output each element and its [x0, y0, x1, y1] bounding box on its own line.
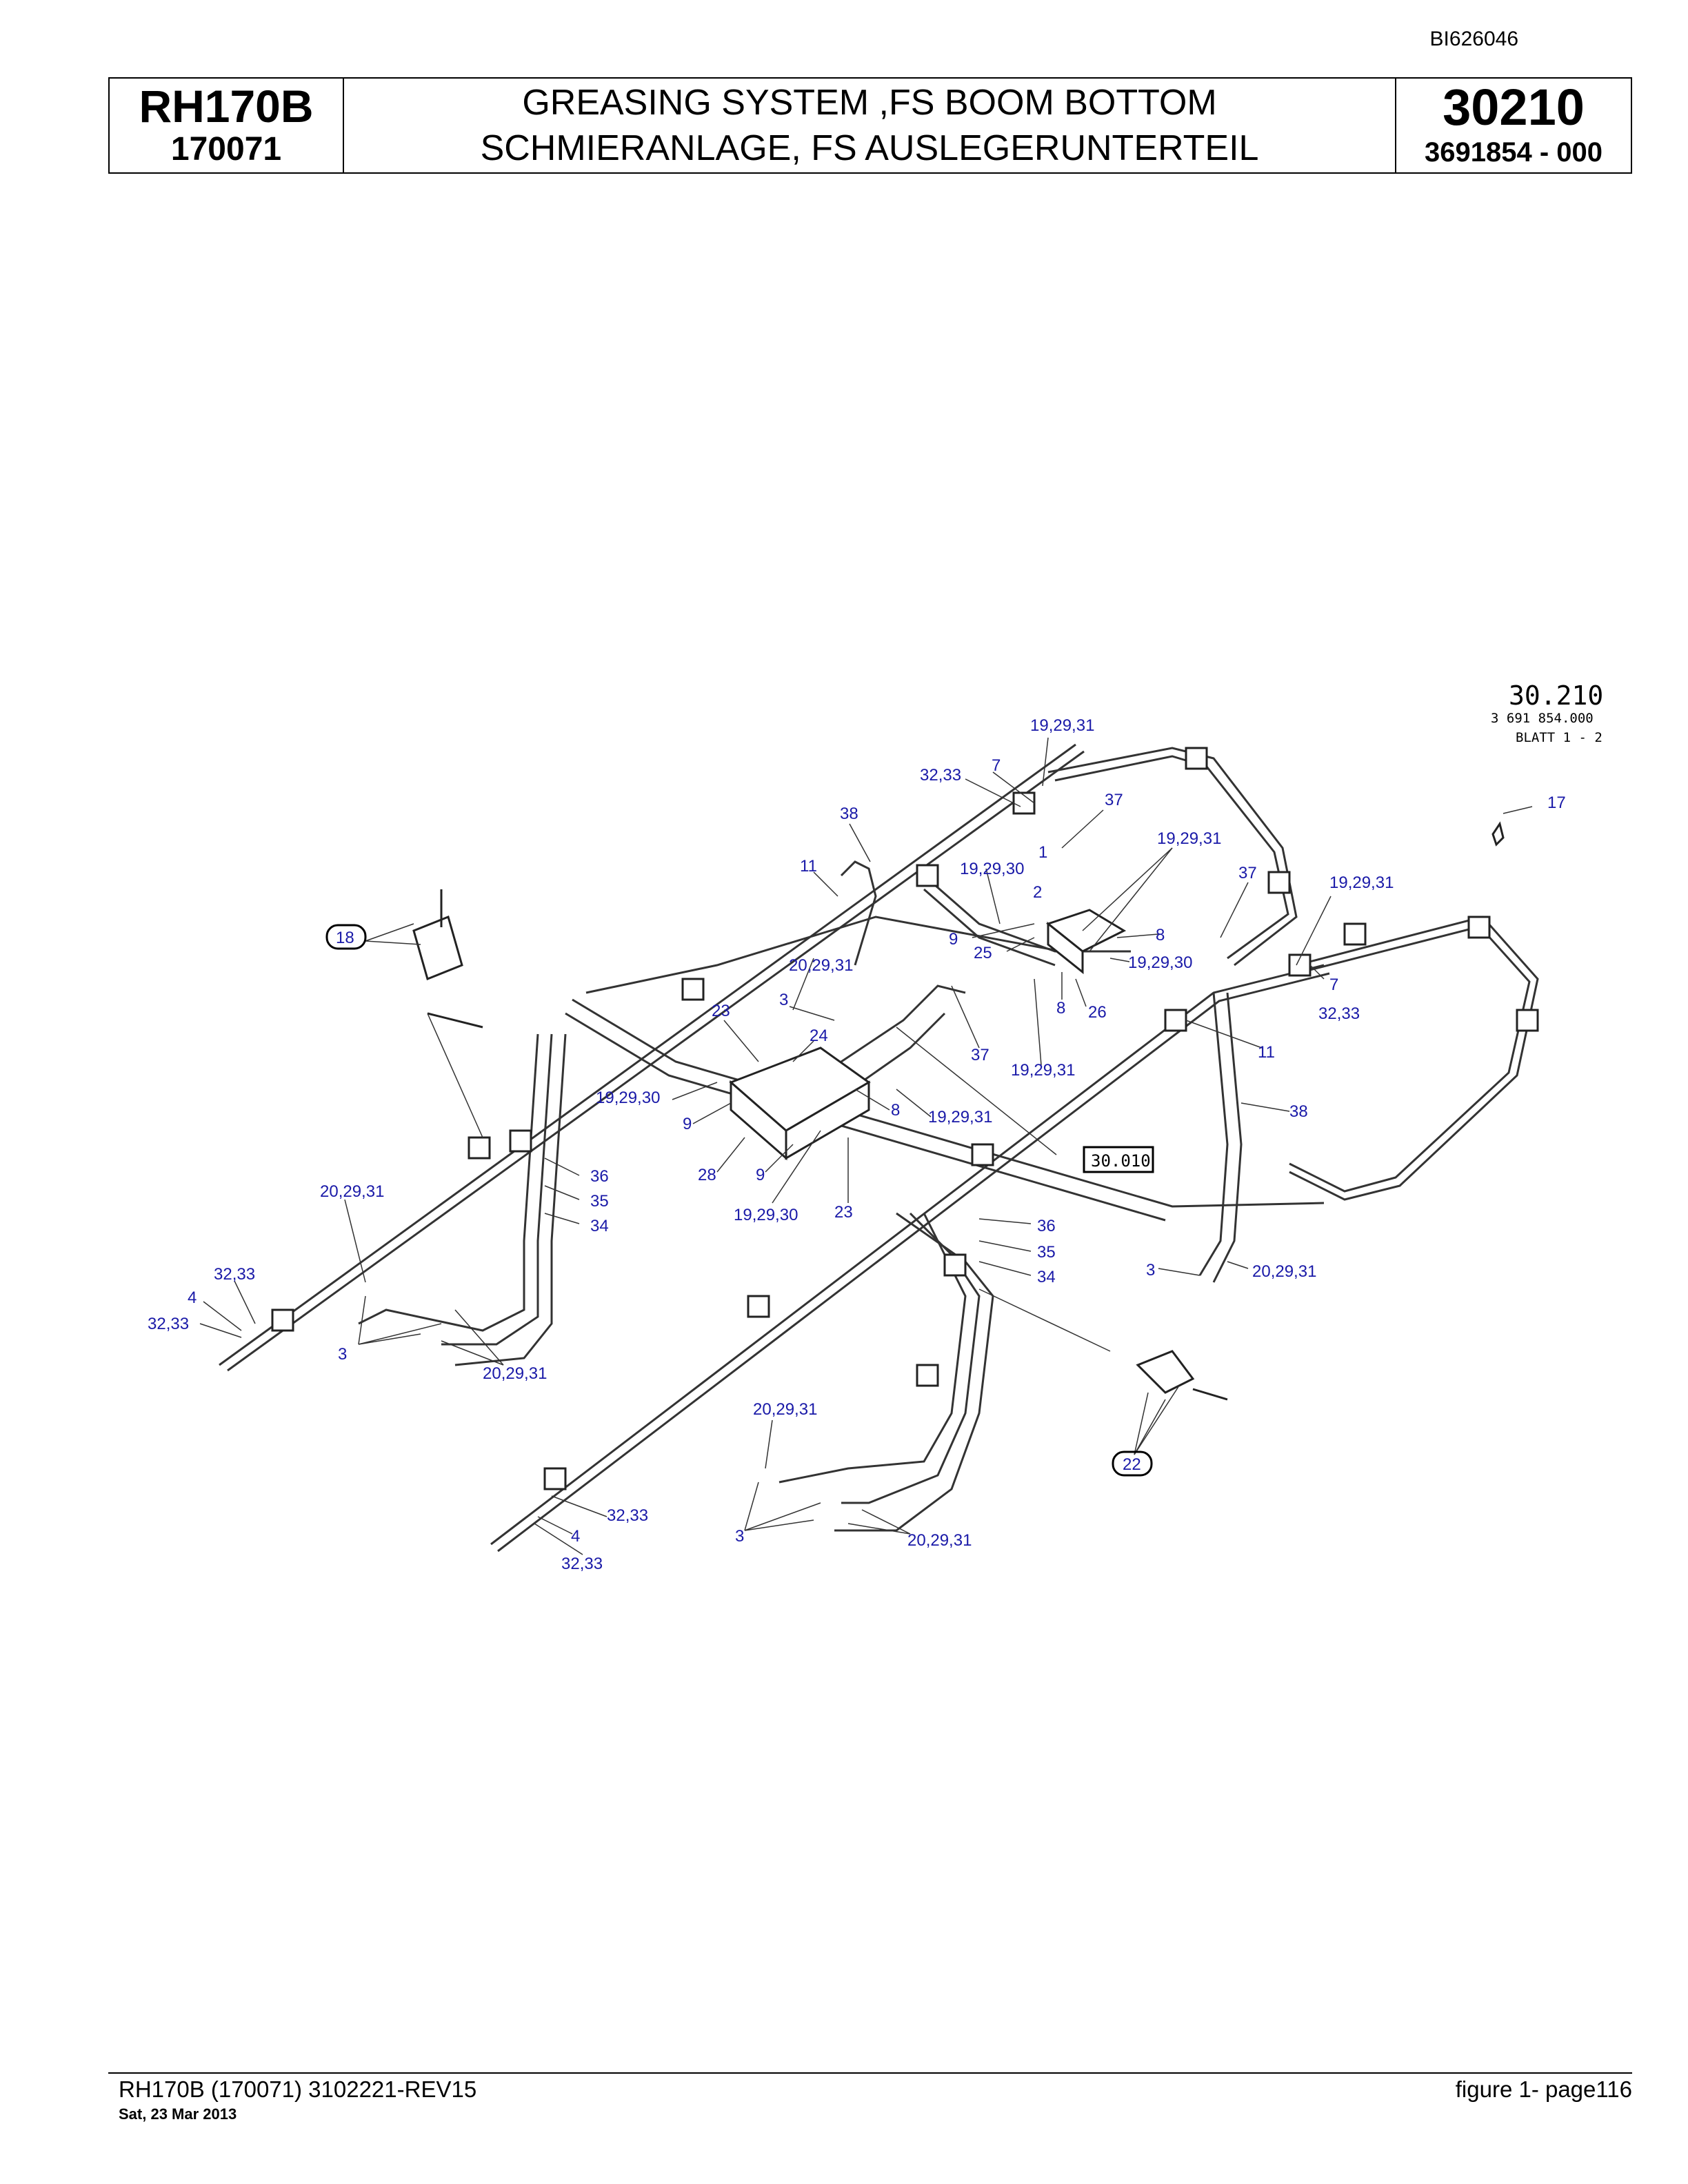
callout-11: 11: [800, 857, 817, 876]
callout-3: 3: [779, 991, 788, 1009]
callout-32-33: 32,33: [561, 1555, 603, 1573]
callout-34: 34: [590, 1217, 609, 1235]
callout-20-29-31: 20,29,31: [753, 1400, 817, 1419]
callout-7: 7: [1329, 975, 1338, 994]
model-number: RH170B: [139, 81, 314, 132]
title-german: SCHMIERANLAGE, FS AUSLEGERUNTERTEIL: [480, 128, 1259, 168]
callout-19-29-30: 19,29,30: [734, 1206, 798, 1224]
callout-19-29-30: 19,29,30: [960, 860, 1024, 878]
callout-23: 23: [712, 1002, 730, 1020]
callout-19-29-31: 19,29,31: [1157, 829, 1221, 848]
leader-lines: [199, 737, 1533, 1555]
title-cell: GREASING SYSTEM ,FS BOOM BOTTOM SCHMIERA…: [344, 79, 1396, 172]
callout-1: 1: [1038, 843, 1047, 862]
callout-20-29-31: 20,29,31: [483, 1364, 547, 1383]
stamp-sheet: BLATT 1 - 2: [1516, 730, 1602, 745]
callout-20-29-31: 20,29,31: [789, 956, 853, 975]
callout-36: 36: [590, 1167, 609, 1186]
callout-labels: 18 22 17 19,29,31 19,29,31 19,29,31 19,2…: [148, 716, 1566, 1573]
callout-2: 2: [1033, 883, 1042, 902]
callout-23: 23: [834, 1203, 853, 1222]
callout-11: 11: [1258, 1043, 1275, 1062]
callout-19-29-31: 19,29,31: [1030, 716, 1094, 735]
serial-number: 170071: [170, 131, 282, 168]
model-cell: RH170B 170071: [110, 79, 344, 172]
footer-page: figure 1- page116: [1455, 2076, 1632, 2102]
footer-document-ref: RH170B (170071) 3102221-REV15: [119, 2076, 477, 2102]
callout-9: 9: [949, 930, 958, 949]
figure-number: 30210: [1443, 79, 1585, 136]
figure-cell: 30210 3691854 - 000: [1396, 79, 1631, 172]
callout-9: 9: [756, 1166, 765, 1184]
callout-20-29-31: 20,29,31: [320, 1182, 384, 1201]
callout-7: 7: [992, 756, 1001, 775]
callout-9: 9: [683, 1115, 692, 1133]
callout-3: 3: [735, 1527, 744, 1546]
part-number: 3691854 - 000: [1424, 137, 1602, 168]
stamp-figure: 30.210: [1509, 680, 1603, 711]
callout-38: 38: [840, 805, 858, 823]
callout-36: 36: [1037, 1217, 1056, 1235]
callout-20-29-31: 20,29,31: [1252, 1262, 1316, 1281]
document-id: BI626046: [1429, 28, 1518, 50]
callout-26: 26: [1088, 1003, 1107, 1022]
callout-19-29-31: 19,29,31: [1329, 873, 1394, 892]
callout-8: 8: [1156, 926, 1165, 944]
title-english: GREASING SYSTEM ,FS BOOM BOTTOM: [522, 83, 1217, 123]
brackets: [412, 821, 1505, 1401]
callout-19-29-31: 19,29,31: [928, 1108, 992, 1126]
callout-4: 4: [571, 1527, 580, 1546]
callout-19-29-31: 19,29,31: [1011, 1061, 1075, 1080]
callout-8: 8: [1056, 999, 1065, 1018]
callout-22: 22: [1123, 1455, 1141, 1474]
callout-19-29-30: 19,29,30: [1128, 953, 1192, 972]
callout-8: 8: [891, 1101, 900, 1120]
title-block: RH170B 170071 GREASING SYSTEM ,FS BOOM B…: [108, 77, 1632, 174]
callout-3: 3: [1146, 1261, 1155, 1280]
distributor-blocks: [729, 909, 1127, 1161]
callout-4: 4: [188, 1288, 197, 1307]
footer-date: Sat, 23 Mar 2013: [119, 2105, 237, 2123]
pipe-clamps: [271, 747, 1539, 1490]
pipe-lines: [219, 743, 1539, 1553]
stamp: 30.210 3 691 854.000 BLATT 1 - 2: [1491, 680, 1603, 745]
callout-37: 37: [971, 1046, 989, 1064]
callout-32-33: 32,33: [214, 1265, 255, 1284]
circled-callouts: [325, 924, 1153, 1477]
callout-38: 38: [1289, 1102, 1308, 1121]
callout-37: 37: [1105, 791, 1123, 809]
callout-35: 35: [590, 1192, 609, 1211]
callout-32-33: 32,33: [148, 1315, 189, 1333]
callout-37: 37: [1238, 864, 1257, 882]
callout-17: 17: [1547, 793, 1566, 812]
callout-3: 3: [338, 1345, 347, 1364]
callout-32-33: 32,33: [1318, 1004, 1360, 1023]
callout-24: 24: [810, 1027, 828, 1045]
stamp-part: 3 691 854.000: [1491, 711, 1594, 726]
callout-34: 34: [1037, 1268, 1056, 1286]
callout-32-33: 32,33: [607, 1506, 648, 1525]
callout-19-29-30: 19,29,30: [596, 1089, 660, 1107]
callout-35: 35: [1037, 1243, 1056, 1262]
reference-box: 30.010: [1083, 1146, 1154, 1173]
reference-figure: 30.010: [1091, 1151, 1151, 1171]
footer-rule: [108, 2072, 1632, 2074]
callout-18: 18: [336, 929, 354, 947]
callout-25: 25: [974, 944, 992, 962]
callout-20-29-31: 20,29,31: [907, 1531, 972, 1550]
callout-28: 28: [698, 1166, 716, 1184]
callout-32-33: 32,33: [920, 766, 961, 785]
